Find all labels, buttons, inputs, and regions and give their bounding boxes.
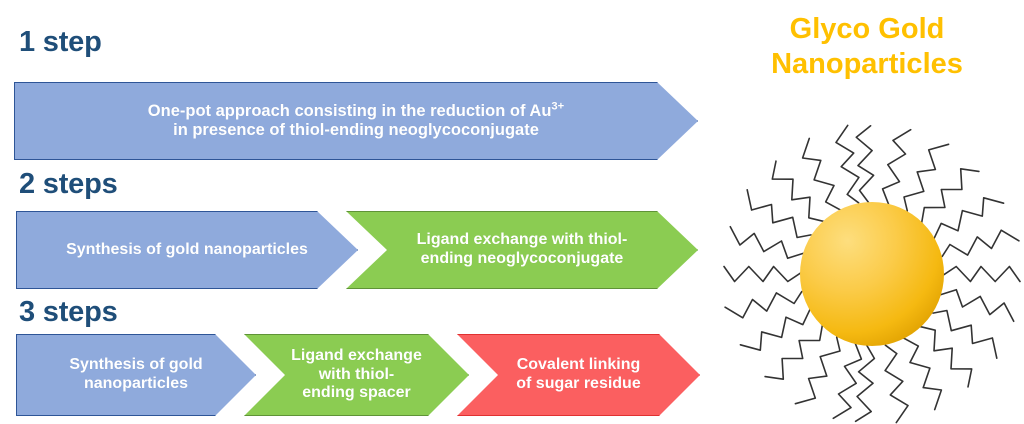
ligand-chain <box>939 288 1015 323</box>
ligand-chain <box>917 325 973 388</box>
chevron-label: Synthesis of gold nanoparticles <box>66 240 308 258</box>
ligand-chain <box>746 189 812 239</box>
synthesis-routes-panel: 1 step One-pot approach consisting in th… <box>0 26 710 424</box>
step-label-3-steps: 3 steps <box>19 296 118 328</box>
ligand-chain <box>801 137 842 211</box>
ligand-chain <box>855 125 875 205</box>
ligand-chain <box>771 160 827 223</box>
ligand-chain <box>794 336 841 405</box>
ligand-chain <box>932 309 998 359</box>
step-label-1-step: 1 step <box>19 26 102 58</box>
ligand-chain <box>884 344 909 424</box>
ligand-chain <box>903 143 950 212</box>
ligand-chain <box>723 265 803 283</box>
nanoparticle-panel: Glyco Gold Nanoparticles <box>710 0 1024 424</box>
ligand-chain <box>764 322 824 380</box>
ligand-chain <box>854 343 876 423</box>
chevron-synthesis-of-gold-nanoparticles[interactable]: Synthesis of gold nanoparticles <box>16 211 358 289</box>
ligand-chains <box>723 124 1021 424</box>
chevron-label: One-pot approach consisting in the reduc… <box>147 100 565 139</box>
ligand-chain <box>729 225 805 260</box>
chevron-one-pot-approach[interactable]: One-pot approach consisting in the reduc… <box>14 82 698 160</box>
ligand-chain <box>835 124 860 204</box>
gold-core-sphere <box>800 202 944 346</box>
ligand-chain <box>739 308 811 351</box>
ligand-chain <box>933 197 1005 240</box>
ligand-chain <box>902 337 943 411</box>
gold-nanoparticle-icon <box>723 124 1021 424</box>
chevron-ligand-exchange-neoglycoconjugate[interactable]: Ligand exchange with thiol-ending neogly… <box>346 211 698 289</box>
figure-title: Glyco Gold Nanoparticles <box>771 13 963 81</box>
ligand-chain <box>920 168 980 226</box>
ligand-chain <box>941 265 1021 283</box>
ligand-chain <box>724 290 803 319</box>
ligand-chain <box>832 342 863 420</box>
chevron-label: Ligand exchange with thiol-ending neogly… <box>416 231 628 267</box>
ligand-chain <box>881 128 912 206</box>
ligand-chain <box>941 229 1020 258</box>
process-row-2-steps: Synthesis of gold nanoparticles Ligand e… <box>0 211 710 289</box>
process-row-1-step: One-pot approach consisting in the reduc… <box>0 82 710 160</box>
step-label-2-steps: 2 steps <box>19 168 118 200</box>
